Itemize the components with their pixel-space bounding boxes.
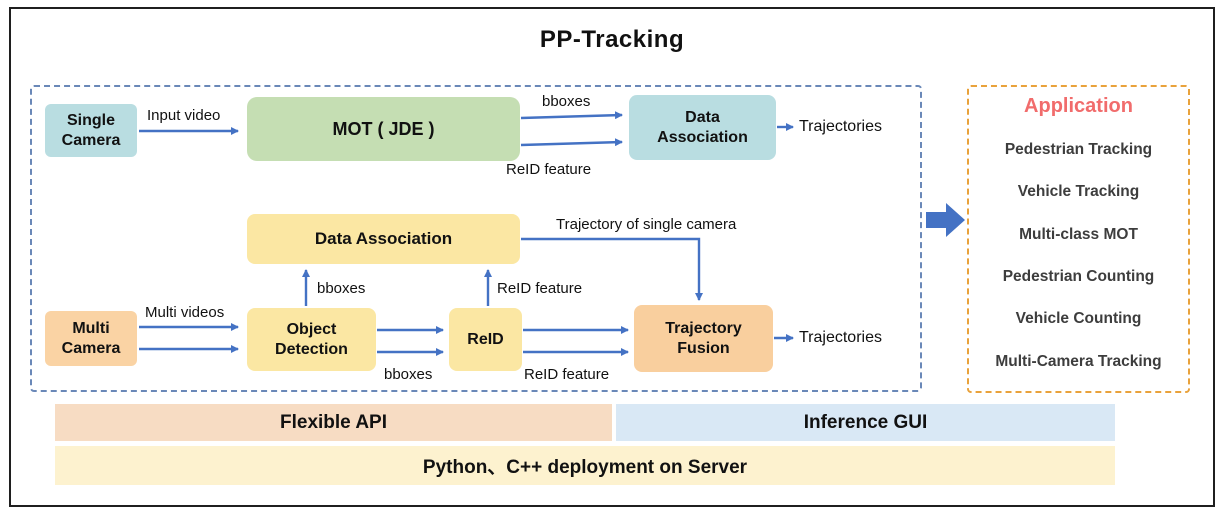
flexible-api-bar: Flexible API bbox=[55, 404, 612, 441]
label-bboxes-top: bboxes bbox=[542, 93, 591, 110]
label-reid-feature-top: ReID feature bbox=[506, 161, 592, 178]
application-item-pedestrian-counting: Pedestrian Counting bbox=[1002, 268, 1155, 286]
node-data-association-mid: Data Association bbox=[247, 214, 520, 264]
page-title: PP-Tracking bbox=[539, 26, 685, 53]
application-title: Application bbox=[1024, 95, 1133, 117]
label-reid-feature-bottom: ReID feature bbox=[524, 366, 610, 383]
application-item-vehicle-counting: Vehicle Counting bbox=[1015, 310, 1142, 328]
deployment-bar: Python、C++ deployment on Server bbox=[55, 446, 1115, 485]
label-bboxes-up: bboxes bbox=[317, 280, 366, 297]
node-object-detection: Object Detection bbox=[247, 308, 376, 371]
node-data-association-top: Data Association bbox=[629, 95, 776, 160]
label-input-video: Input video bbox=[147, 107, 221, 124]
label-reid-feature-up: ReID feature bbox=[497, 280, 583, 297]
inference-gui-bar: Inference GUI bbox=[616, 404, 1115, 441]
application-item-pedestrian-tracking: Pedestrian Tracking bbox=[1004, 141, 1153, 159]
application-item-multicamera-tracking: Multi-Camera Tracking bbox=[995, 352, 1162, 370]
label-trajectory-single-camera: Trajectory of single camera bbox=[556, 216, 737, 233]
label-bboxes-bottom: bboxes bbox=[384, 366, 433, 383]
node-single-camera: Single Camera bbox=[45, 104, 137, 157]
pipeline-dashed-box bbox=[30, 85, 922, 392]
application-item-multiclass-mot: Multi-class MOT bbox=[1019, 225, 1138, 243]
label-trajectories-top: Trajectories bbox=[799, 118, 882, 135]
outer-frame bbox=[9, 7, 1215, 507]
application-panel: Application Pedestrian Tracking Vehicle … bbox=[967, 85, 1190, 393]
node-mot-jde: MOT ( JDE ) bbox=[247, 97, 520, 161]
application-list: Pedestrian Tracking Vehicle Tracking Mul… bbox=[969, 129, 1188, 383]
label-trajectories-bottom: Trajectories bbox=[799, 329, 882, 346]
node-multi-camera: Multi Camera bbox=[45, 311, 137, 366]
node-reid: ReID bbox=[449, 308, 522, 371]
label-multi-videos: Multi videos bbox=[145, 304, 225, 321]
application-item-vehicle-tracking: Vehicle Tracking bbox=[1017, 183, 1140, 201]
node-trajectory-fusion: Trajectory Fusion bbox=[634, 305, 773, 372]
